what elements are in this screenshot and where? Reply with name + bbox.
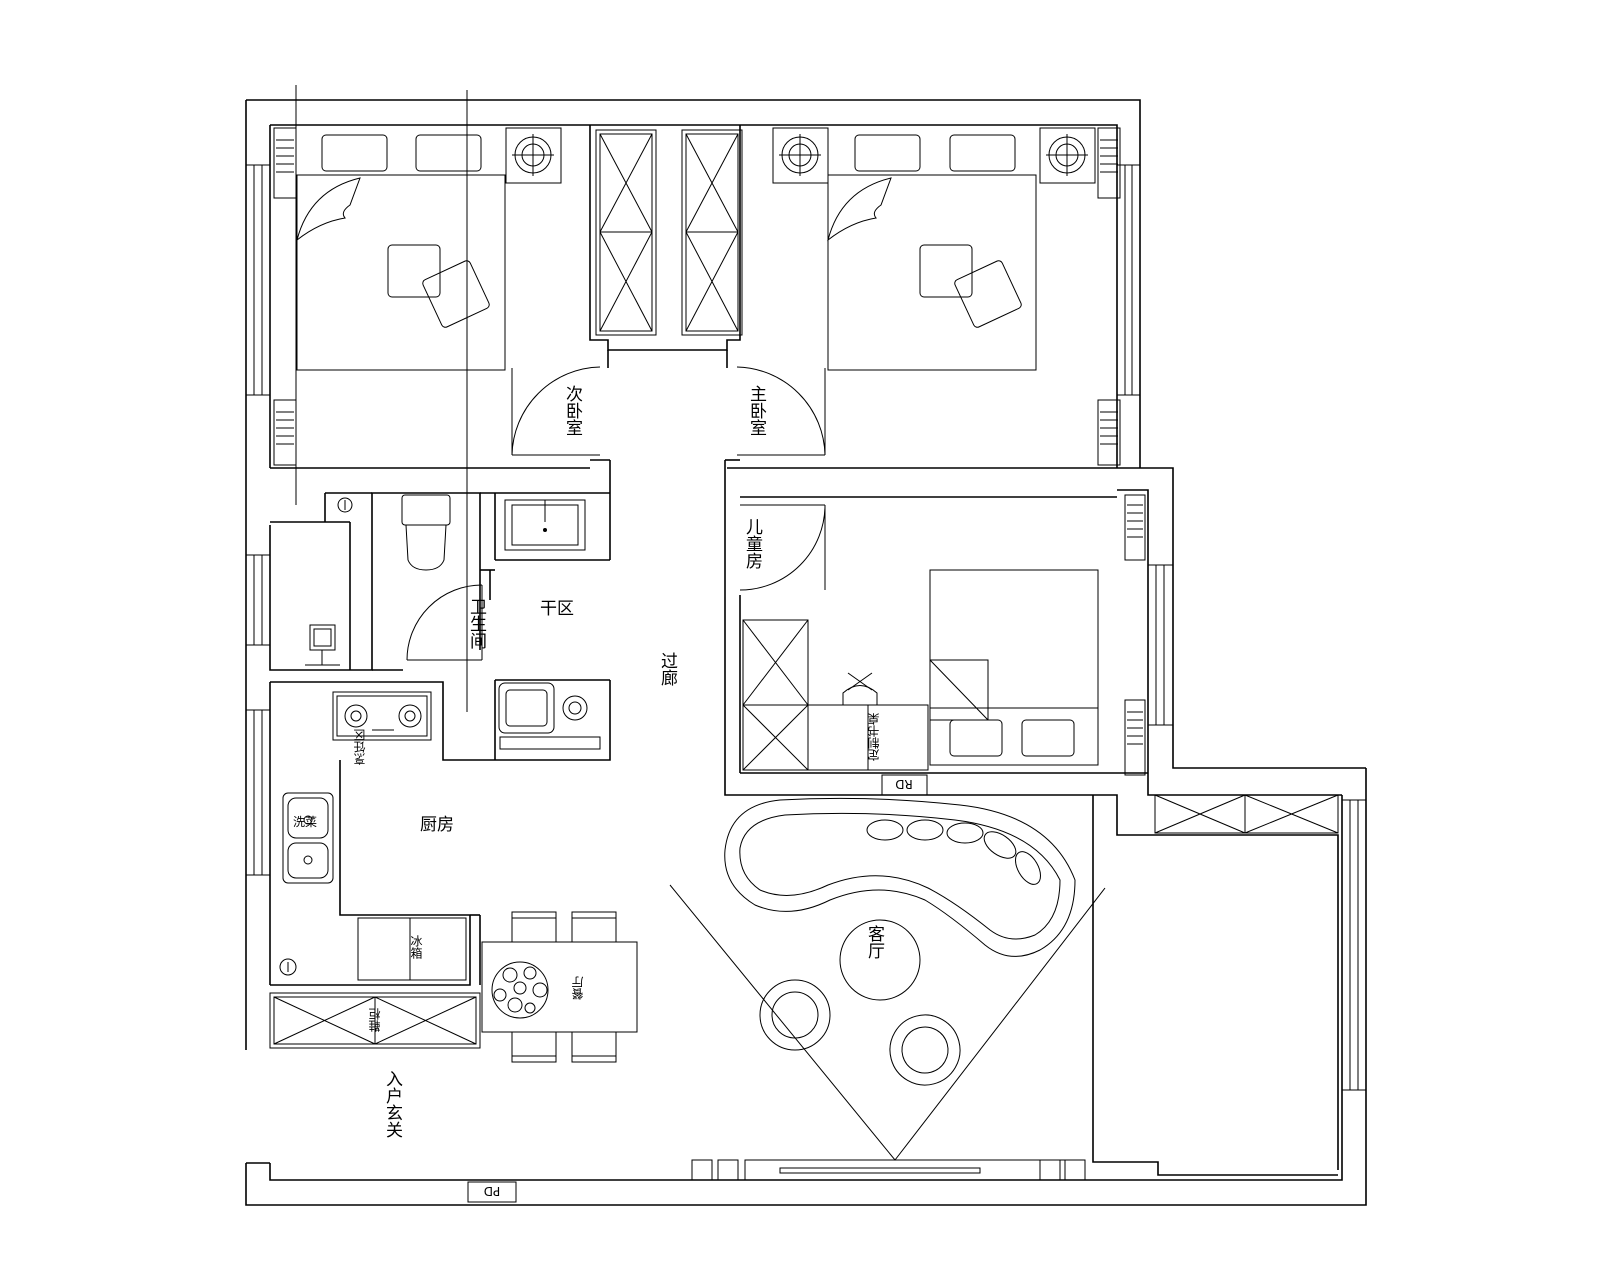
kitchen-label: 厨房 xyxy=(420,815,454,835)
living-room-label: 客厅 xyxy=(864,925,885,959)
fixture-labels: 冰箱 鞋柜 定制书桌 烹饪区 洗菜 xyxy=(293,712,881,1033)
kitchen-fixtures xyxy=(279,682,601,981)
entrance-label: 入户玄关 xyxy=(382,1070,403,1138)
children-room-label: 儿童房 xyxy=(742,518,763,570)
rd-duct-label: RD xyxy=(895,777,913,791)
shoe-cabinet-label: 鞋柜 xyxy=(368,1008,382,1033)
outer-walls xyxy=(245,99,1367,1206)
windows xyxy=(245,164,1367,1181)
ducts: RD PD xyxy=(467,774,928,1203)
pd-duct-label: PD xyxy=(484,1184,500,1198)
bathroom-fixtures xyxy=(305,494,586,666)
living-room-furniture xyxy=(669,797,1106,1161)
dry-zone-label: 干区 xyxy=(540,599,574,619)
custom-desk-label: 定制书桌 xyxy=(867,712,881,762)
dining-label: 餐厅 xyxy=(571,976,585,1001)
interior-walls xyxy=(269,125,1148,986)
beds xyxy=(296,134,1099,766)
sink-label: 洗菜 xyxy=(293,815,317,829)
room-labels: 次卧室 主卧室 儿童房 卫生间 干区 过廊 厨房 客厅 入户玄关 餐厅 xyxy=(382,385,885,1138)
second-bedroom-label: 次卧室 xyxy=(562,385,583,436)
reference-lines xyxy=(295,85,468,712)
radiators xyxy=(273,127,1146,776)
nightstands xyxy=(505,127,1096,184)
dining-set xyxy=(481,911,638,1063)
stove-zone-label: 烹饪区 xyxy=(353,729,367,766)
bathroom-label: 卫生间 xyxy=(466,598,487,650)
wardrobes xyxy=(269,129,1339,1049)
fridge-label: 冰箱 xyxy=(409,935,423,959)
desk-set xyxy=(807,672,929,771)
master-bedroom-label: 主卧室 xyxy=(746,385,767,436)
plant-icon xyxy=(491,961,549,1019)
corridor-label: 过廊 xyxy=(657,652,678,686)
